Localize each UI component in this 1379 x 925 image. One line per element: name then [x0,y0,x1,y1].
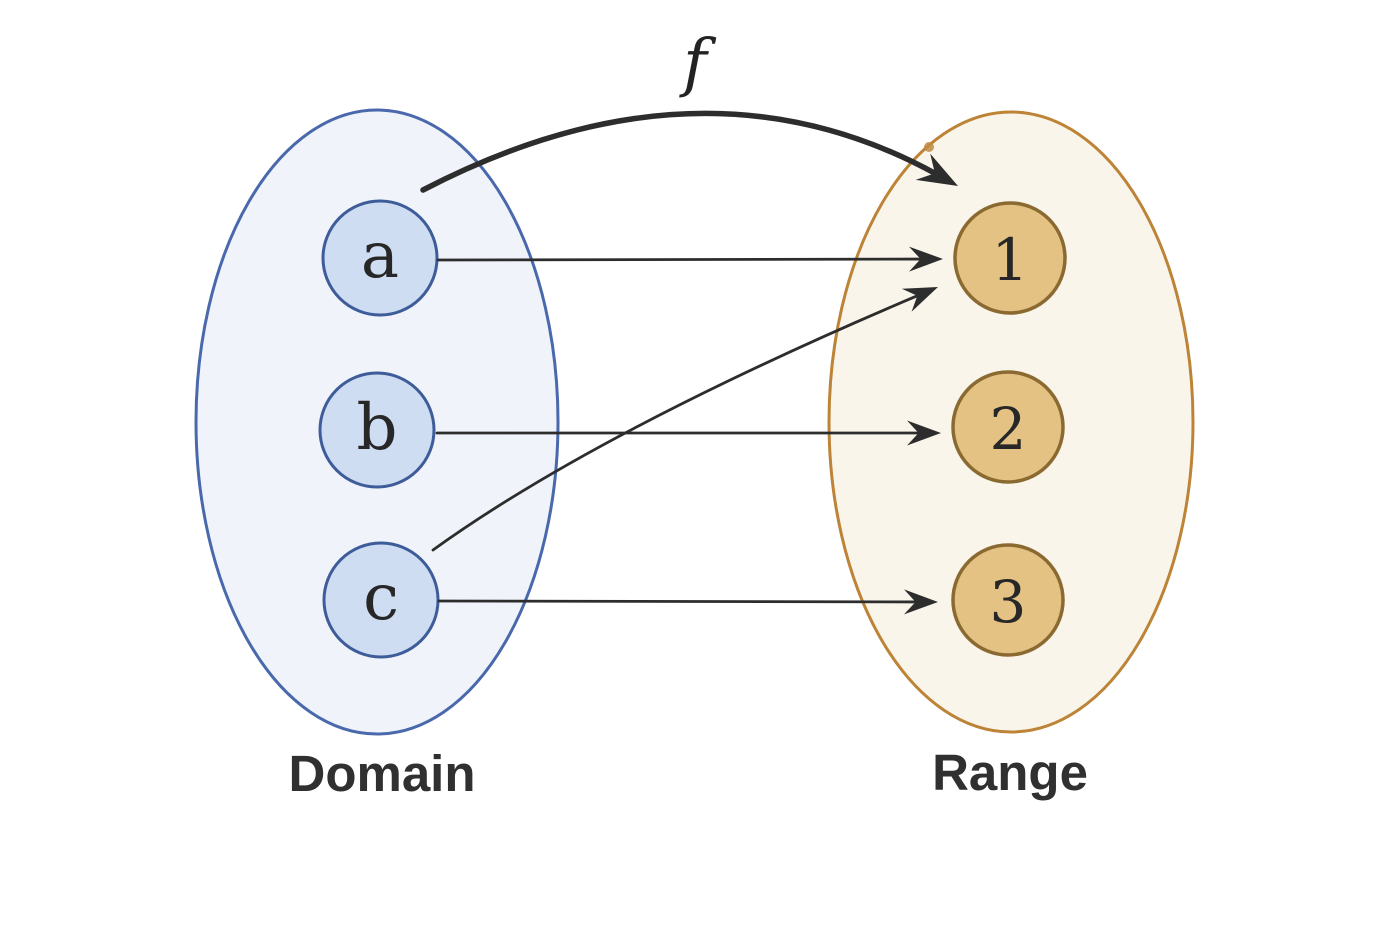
domain-node-b [318,371,436,489]
mapping-arrow-c-1-head [901,287,938,312]
ellipse-edge-blemish [924,142,934,152]
mapping-arrow-c-1-shaft [431,293,921,552]
range-node-1 [953,201,1067,315]
mapping-arrow-a-1 [436,246,943,272]
domain-node-label-b: b [357,391,398,465]
mapping-arrows [431,246,943,615]
range-node-label-1: 1 [992,226,1029,294]
domain-node-label-a: a [361,219,399,293]
mapping-arrow-c-1 [431,287,938,552]
mapping-arrow-a-1-head [908,246,943,272]
mapping-arrow-c-3-shaft [437,599,919,604]
function-arrow-curve-shaft [420,110,940,193]
domain-set: a b c [194,108,560,736]
range-label: Range [932,744,1088,801]
function-arrow [420,110,958,193]
domain-node-a [321,199,439,317]
domain-node-c [322,541,440,659]
range-node-2 [951,370,1065,484]
range-elements: 1 2 3 [951,201,1067,657]
range-node-3 [951,543,1065,657]
domain-label: Domain [288,745,475,802]
mapping-arrow-c-3-head [903,589,938,615]
function-label: f [679,26,717,100]
domain-node-label-c: c [363,561,399,635]
mapping-arrow-b-2 [435,420,941,446]
range-node-label-3: 3 [990,568,1027,636]
domain-elements: a b c [318,199,440,659]
mapping-arrow-b-2-head [907,420,941,446]
function-arrow-curve-head [915,153,958,186]
range-set: 1 2 3 [827,110,1195,734]
range-node-label-2: 2 [990,395,1027,463]
function-arrow-curve [420,110,958,193]
mapping-arrow-c-3 [437,589,938,615]
mapping-arrow-a-1-shaft [436,257,924,262]
